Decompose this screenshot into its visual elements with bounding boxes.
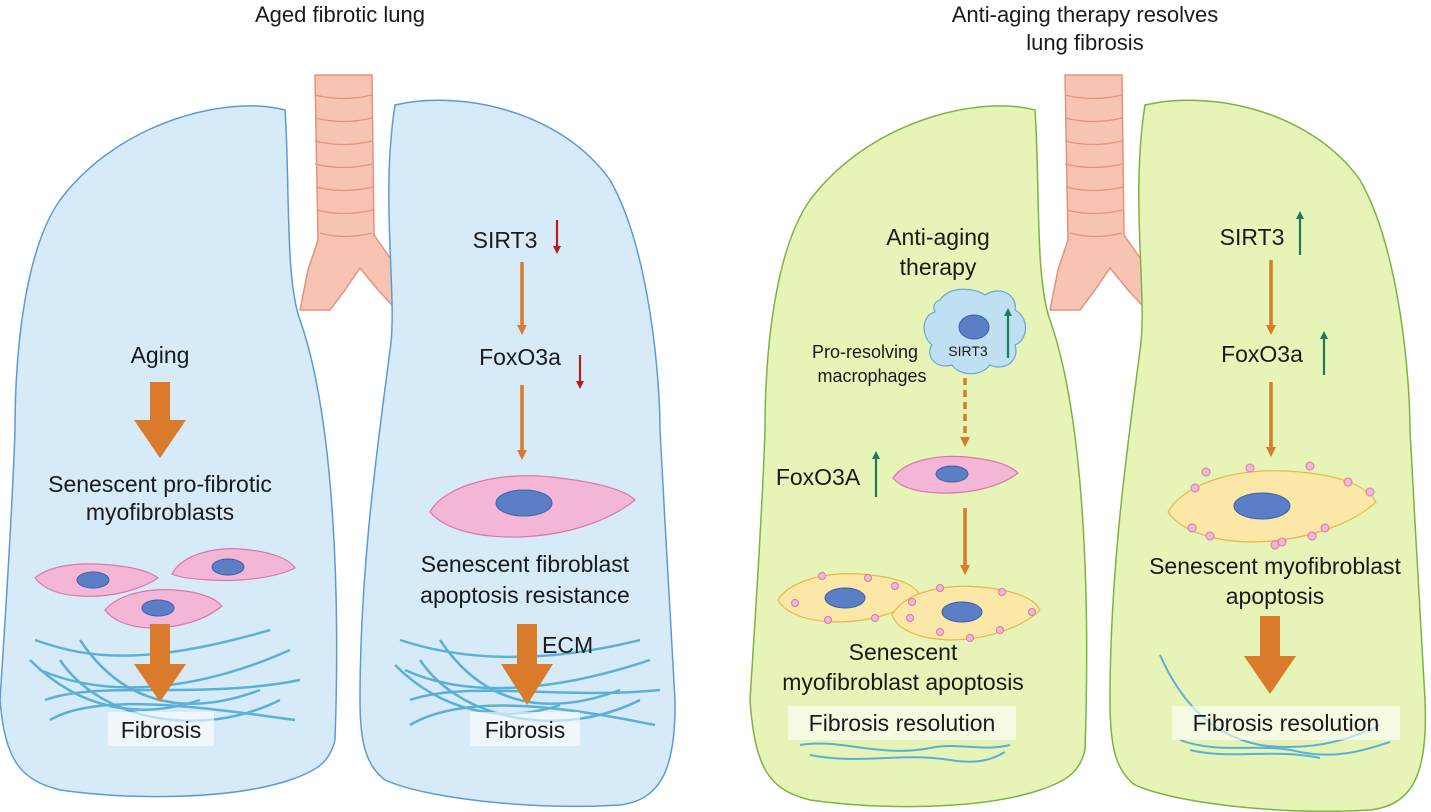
senescent-profibrotic-label-1: Senescent pro-fibrotic [48,471,272,497]
right-senescent-label-2: apoptosis [1226,583,1324,609]
myofibroblast-to-fibrosis-arrow [134,624,186,702]
pro-resolving-label-2: macrophages [817,366,926,386]
nucleus [941,601,983,623]
aging-thick-arrow [134,382,186,458]
pro-resolving-label-1: Pro-resolving [812,342,918,362]
right-fibrosis-label-bg [470,712,580,746]
apoptotic-cell-right [1167,461,1377,550]
nucleus [211,558,245,576]
right-panel-title-1: Anti-aging therapy resolves [952,2,1219,27]
left-panel: Aged fibrotic lung Aging Senescent pro-f… [0,2,676,808]
right-foxo3a-label: FoxO3a [1221,341,1303,367]
right-fibrosis-label: Fibrosis [485,717,566,743]
nucleus [141,599,175,617]
left-fibrosis-label-bg [108,712,214,746]
nucleus [1233,492,1291,520]
nucleus [495,489,553,517]
right-panel: Anti-aging therapy resolves lung fibrosi… [749,2,1427,812]
left-resolution-label: Fibrosis resolution [809,710,996,736]
resolved-fibers-left [799,742,1011,763]
right-senescent-label-1: Senescent myofibroblast [1149,553,1401,579]
senescent-myofibroblast-label-2: myofibroblast apoptosis [782,669,1024,695]
left-panel-title: Aged fibrotic lung [255,2,425,27]
senescent-fibroblast-label-1: Senescent fibroblast [421,551,630,577]
macrophage-sirt3-label: SIRT3 [948,343,988,359]
right-panel-left-lobe [749,105,1088,808]
right-sirt3-label: SIRT3 [1220,224,1285,250]
right-resolution-label-bg [1172,706,1400,740]
right-panel-title-2: lung fibrosis [1026,30,1143,55]
left-resolution-label-bg [788,706,1016,740]
anti-aging-therapy-label-2: therapy [900,254,977,280]
apoptotic-cells-left [777,572,1041,642]
right-resolution-thick-arrow [1244,616,1296,694]
anti-aging-therapy-label-1: Anti-aging [886,224,990,250]
aging-label: Aging [131,342,190,368]
sirt3-label: SIRT3 [473,227,538,253]
senescent-fibroblast-label-2: apoptosis resistance [420,582,630,608]
senescent-myofibroblast-label-1: Senescent [849,639,958,665]
left-panel-left-lobe [0,105,338,798]
nucleus [935,465,969,483]
right-panel-right-lobe [1109,99,1427,812]
left-myofibroblast-cells [34,548,296,629]
nucleus [76,571,110,589]
ecm-label: ECM [542,632,593,658]
left-trachea [299,74,409,311]
foxo3a-label: FoxO3a [479,344,561,370]
foxo3A-label: FoxO3A [776,464,861,490]
nucleus [958,314,990,340]
senescent-profibrotic-label-2: myofibroblasts [86,499,234,525]
nucleus [824,587,866,609]
right-resolution-label: Fibrosis resolution [1193,710,1380,736]
right-trachea [1049,74,1159,311]
ecm-thick-arrow [501,624,553,705]
left-fibrosis-label: Fibrosis [121,717,202,743]
